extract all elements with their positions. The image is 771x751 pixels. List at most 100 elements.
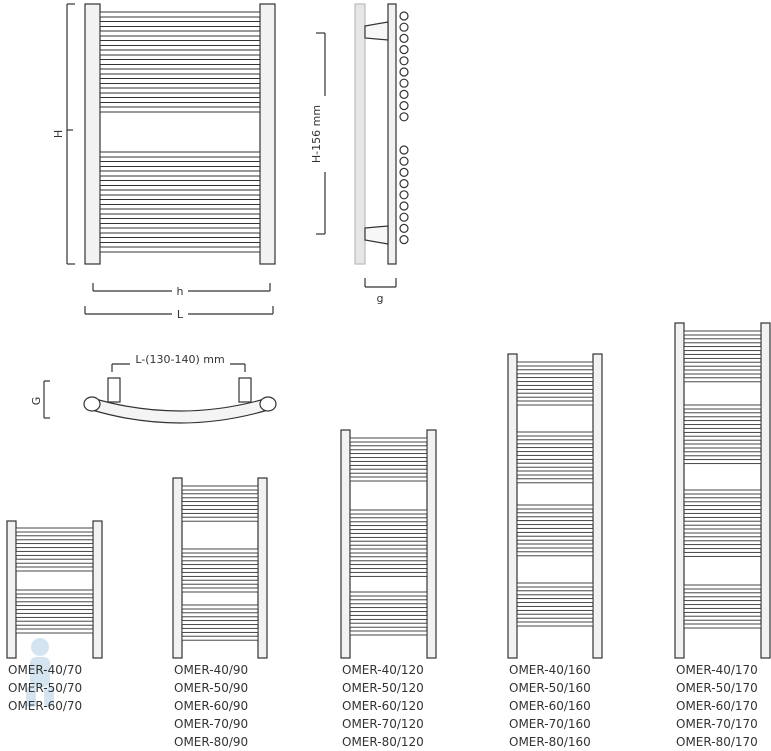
model-bar <box>683 353 762 359</box>
model-radiator <box>674 322 771 659</box>
model-left-rail <box>507 353 518 659</box>
model-bar <box>516 504 594 510</box>
model-name: OMER-60/120 <box>342 699 424 713</box>
model-bar <box>349 460 428 466</box>
front-bar <box>99 106 261 113</box>
model-bar <box>683 361 762 367</box>
model-bar <box>683 607 762 613</box>
model-bar <box>683 615 762 621</box>
model-name: OMER-70/90 <box>174 717 249 731</box>
model-bar <box>181 627 259 633</box>
model-bar <box>15 620 94 626</box>
model-bar <box>683 420 762 426</box>
model-list-120: OMER-40/120 OMER-50/120 OMER-60/120 OMER… <box>342 661 424 751</box>
model-name: OMER-60/70 <box>8 699 83 713</box>
model-bar <box>349 614 428 620</box>
side-bar-profile <box>399 89 409 100</box>
top-depth-label: G <box>30 397 43 406</box>
model-bar <box>516 431 594 437</box>
model-bar <box>181 635 259 641</box>
model-bar <box>349 525 428 531</box>
model-radiator <box>507 353 603 659</box>
side-bar-profiles <box>399 11 409 245</box>
front-bars <box>99 11 261 253</box>
model-list-70: OMER-40/70 OMER-50/70 OMER-60/70 <box>8 661 82 715</box>
model-bar <box>181 612 259 618</box>
model-bar <box>683 623 762 629</box>
model-bar <box>349 509 428 515</box>
front-bar <box>99 161 261 167</box>
top-view <box>83 377 277 424</box>
side-bar-profile <box>399 112 409 122</box>
model-name: OMER-60/160 <box>509 699 591 713</box>
side-view <box>354 3 409 265</box>
watermark-figure <box>26 638 54 707</box>
model-bar <box>15 535 94 541</box>
front-bar <box>99 208 261 215</box>
model-bar <box>15 527 94 533</box>
model-bar <box>516 582 594 588</box>
model-name: OMER-40/160 <box>509 663 591 677</box>
right-valve <box>238 377 252 403</box>
model-bar <box>349 564 428 570</box>
model-bar <box>349 556 428 562</box>
model-bar <box>683 528 762 534</box>
front-bar <box>99 97 261 103</box>
side-bar-profile <box>399 44 409 55</box>
model-name: OMER-50/70 <box>8 681 83 695</box>
model-bar <box>516 590 594 596</box>
model-bar <box>516 527 594 533</box>
model-bar <box>683 497 762 503</box>
front-bar <box>99 59 261 65</box>
model-left-rail <box>674 322 685 659</box>
model-bar <box>181 587 259 593</box>
model-bar <box>516 462 594 468</box>
front-bar <box>99 218 261 224</box>
model-name: OMER-40/90 <box>174 663 249 677</box>
model-bar <box>349 630 428 636</box>
model-name: OMER-50/90 <box>174 681 249 695</box>
model-bar <box>15 558 94 564</box>
model-left-rail <box>172 477 183 659</box>
front-bar <box>99 40 261 46</box>
model-right-rail <box>257 477 268 659</box>
model-bar <box>683 505 762 511</box>
left-rail-end <box>83 396 101 412</box>
model-bar <box>683 443 762 449</box>
model-bar <box>349 453 428 459</box>
model-right-rail <box>92 520 103 659</box>
model-bar <box>181 579 259 585</box>
front-bar <box>99 68 261 75</box>
model-bar <box>683 592 762 598</box>
model-name: OMER-40/120 <box>342 663 424 677</box>
side-bar-profile <box>399 190 409 200</box>
left-valve <box>107 377 121 403</box>
model-bar <box>349 571 428 577</box>
model-bar <box>516 377 594 383</box>
top-spacing-label: L-(130-140) mm <box>135 353 224 366</box>
model-bar <box>349 607 428 613</box>
model-bar <box>181 604 259 610</box>
model-bar <box>683 600 762 606</box>
model-bar <box>516 543 594 549</box>
model-name: OMER-50/120 <box>342 681 424 695</box>
front-bar <box>99 227 261 234</box>
side-bar-profile <box>399 56 409 66</box>
model-bar <box>516 551 594 557</box>
model-bar <box>15 589 94 595</box>
model-bar <box>516 454 594 460</box>
depth-label: g <box>377 292 384 305</box>
model-bar <box>15 628 94 634</box>
side-bar-profile <box>399 201 409 211</box>
model-bar <box>683 427 762 433</box>
model-name: OMER-40/170 <box>676 663 758 677</box>
wall <box>354 3 366 265</box>
model-bar <box>349 622 428 628</box>
model-bar <box>349 532 428 538</box>
model-bar <box>181 556 259 562</box>
model-bar <box>516 439 594 445</box>
side-bar-profile <box>399 11 409 21</box>
model-bar <box>349 437 428 443</box>
model-list-90: OMER-40/90 OMER-50/90 OMER-60/90 OMER-70… <box>174 661 248 751</box>
